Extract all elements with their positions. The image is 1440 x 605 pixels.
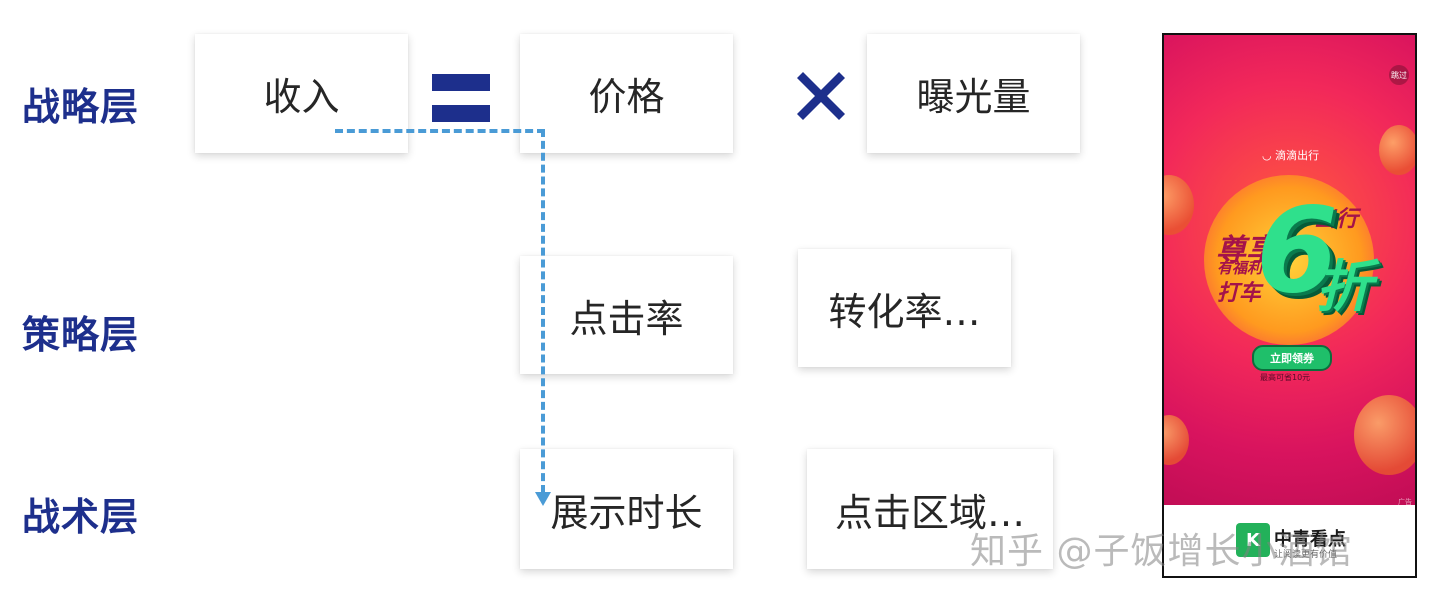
- skip-button[interactable]: 跳过: [1389, 65, 1409, 85]
- app-name: 中青看点: [1274, 529, 1346, 550]
- ad-background: 跳过 ◡ 滴滴出行 出行 尊享 有福利 打车 6 折 立即领券 最高可省10元 …: [1164, 35, 1415, 505]
- ctr-box: 点击率: [520, 256, 733, 374]
- didi-logo-icon: ◡: [1262, 149, 1276, 162]
- revenue-box: 收入: [195, 34, 408, 153]
- ad-benefit: 有福利: [1217, 259, 1263, 277]
- coin-icon: [1164, 175, 1194, 235]
- ad-discount-prefix: 打车: [1217, 281, 1262, 306]
- layer-label-tactics: 战术层: [22, 495, 140, 539]
- app-logo-icon: K: [1236, 523, 1270, 557]
- watermark: 知乎 @子饭增长小酒馆: [970, 531, 1353, 572]
- ad-tag: 广告: [1398, 498, 1412, 505]
- equals-icon: [432, 74, 490, 126]
- price-box: 价格: [520, 34, 733, 153]
- coin-icon: [1379, 125, 1415, 175]
- cta-subtext: 最高可省10元: [1260, 373, 1311, 382]
- ad-discount-digit: 6: [1256, 181, 1339, 319]
- ad-brand: ◡ 滴滴出行: [1262, 147, 1319, 163]
- dashed-arrow-vertical: [541, 129, 545, 493]
- ad-headline-1: 尊享: [1216, 233, 1276, 268]
- click-area-box: 点击区域…: [807, 449, 1053, 569]
- display-duration-box: 展示时长: [520, 449, 733, 569]
- dashed-arrow-horizontal: [335, 129, 545, 133]
- ad-brand-text: 滴滴出行: [1275, 149, 1320, 162]
- coin-icon: [1354, 395, 1415, 475]
- layer-label-tactics-plan: 策略层: [22, 313, 140, 357]
- cvr-box: 转化率…: [798, 249, 1011, 367]
- multiply-icon: [797, 72, 845, 124]
- app-slogan: 让阅读更有价值: [1274, 550, 1338, 560]
- claim-coupon-button[interactable]: 立即领券: [1252, 345, 1332, 371]
- ad-discount-suffix: 折: [1316, 255, 1372, 320]
- layer-label-strategy: 战略层: [22, 85, 140, 129]
- coin-icon: [1164, 415, 1189, 465]
- exposure-box: 曝光量: [867, 34, 1080, 153]
- ad-headline-2: 出行: [1314, 207, 1359, 232]
- ad-screenshot: 跳过 ◡ 滴滴出行 出行 尊享 有福利 打车 6 折 立即领券 最高可省10元 …: [1162, 33, 1417, 578]
- arrow-head-icon: [535, 492, 551, 506]
- sun-burst: [1204, 175, 1374, 345]
